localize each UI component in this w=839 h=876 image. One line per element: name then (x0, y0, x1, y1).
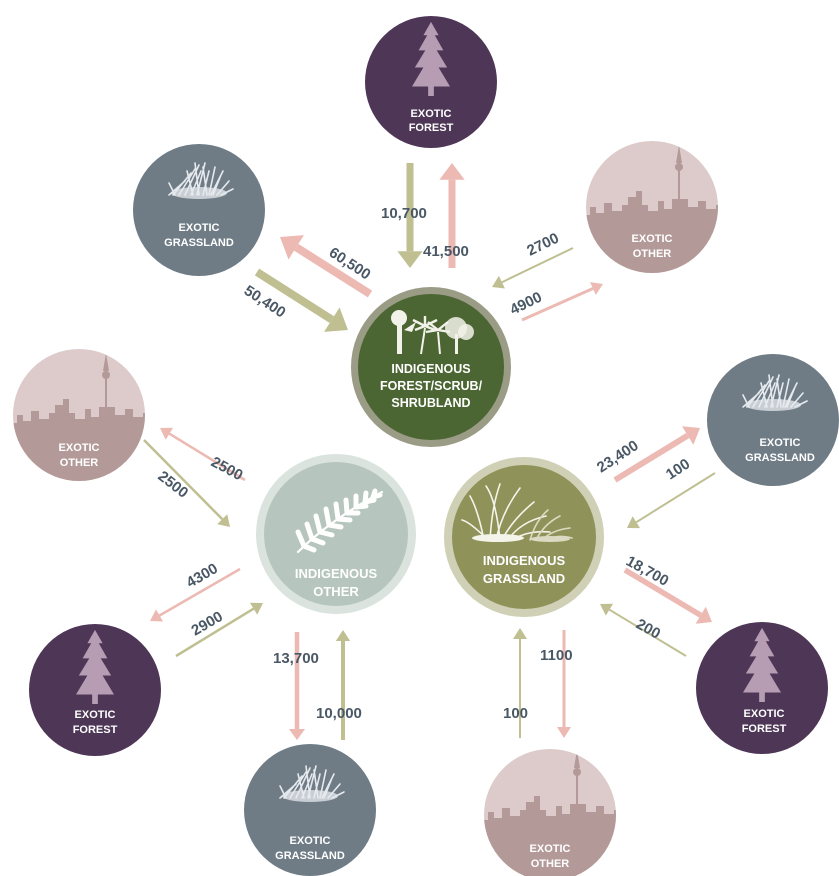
node-label-line: EXOTIC (530, 843, 571, 855)
flow-arrow-head (249, 602, 263, 615)
flow-arrow-head (492, 275, 505, 289)
node-label-line: EXOTIC (290, 835, 331, 847)
flow-value-label: 2900 (189, 608, 226, 639)
flow-arrow-shaft (613, 432, 690, 483)
flow-arrow-shaft (254, 268, 334, 324)
node-label-line: OTHER (531, 858, 570, 870)
node-label-line: FOREST (742, 723, 787, 735)
node-label-line: GRASSLAND (745, 452, 815, 464)
flow-arrow-shaft (175, 607, 255, 658)
flow-value-label: 100 (503, 705, 528, 722)
node-exotic-grassland-bottom: EXOTIC GRASSLAND (244, 744, 376, 876)
node-exotic-grassland-top-left: EXOTIC GRASSLAND (133, 144, 265, 276)
node-label-line: EXOTIC (179, 222, 220, 234)
flow-arrow-head (439, 163, 465, 180)
flow-arrow-head (682, 426, 700, 445)
flow-arrow-head (288, 729, 306, 740)
flow-value-label: 4900 (507, 289, 544, 319)
flow-arrow-shaft (635, 472, 716, 524)
node-circle (133, 144, 265, 276)
node-label-line: FOREST (73, 724, 118, 736)
flow-arrow-head (397, 251, 423, 268)
flow-value-label: 2500 (208, 454, 245, 485)
node-label-line: FOREST/SCRUB/ (380, 379, 483, 393)
flow-value-label: 4300 (184, 560, 221, 591)
node-exotic-other-bottom: EXOTIC OTHER (484, 749, 616, 876)
node-exotic-forest-top: EXOTIC FOREST (365, 16, 497, 148)
node-exotic-other-top-right: EXOTIC OTHER (586, 141, 718, 273)
flow-arrow-head (217, 514, 230, 527)
node-exotic-forest-bottom-right: EXOTIC FOREST (696, 622, 828, 754)
node-indigenous-other: INDIGENOUS OTHER (256, 454, 416, 614)
node-label-line: EXOTIC (632, 233, 673, 245)
node-label-line: INDIGENOUS (295, 566, 378, 581)
node-label-line: EXOTIC (411, 108, 452, 120)
flow-arrow-shaft (168, 432, 246, 482)
flow-arrow-head (150, 609, 164, 622)
flow-value-label: 2500 (155, 468, 192, 502)
flow-value-label: 1100 (540, 647, 573, 664)
flow-arrow-head (557, 727, 571, 738)
flow-arrow-shaft (294, 243, 373, 298)
node-exotic-forest-bottom-left: EXOTIC FOREST (29, 624, 161, 756)
flow-labels: 10,70041,50060,50050,4002700490025002500… (155, 205, 694, 722)
node-label-line: OTHER (60, 457, 99, 469)
node-indigenous-forest: INDIGENOUS FOREST/SCRUB/ SHRUBLAND (351, 287, 511, 447)
flow-arrow-head (590, 282, 603, 295)
flow-arrow-head (335, 630, 351, 641)
node-label-line: EXOTIC (59, 442, 100, 454)
tussock-grass-icon (461, 483, 573, 542)
node-label-line: EXOTIC (760, 437, 801, 449)
flow-arrow-shaft (143, 439, 224, 521)
node-label-line: INDIGENOUS (483, 553, 566, 568)
node-label-line: OTHER (313, 584, 359, 599)
flow-arrow-head (280, 235, 304, 260)
node-label-line: SHRUBLAND (391, 396, 470, 410)
flow-value-label: 41,500 (423, 243, 469, 260)
flow-arrow-shaft (501, 247, 574, 284)
flow-value-label: 10,700 (381, 205, 427, 222)
flow-arrow-head (513, 628, 527, 639)
node-circle (244, 744, 376, 876)
flow-value-label: 10,000 (316, 705, 362, 722)
node-label-line: EXOTIC (744, 708, 785, 720)
flow-arrow-head (627, 516, 641, 529)
fern-frond-icon (295, 488, 384, 554)
flow-value-label: 100 (663, 455, 693, 483)
node-label-line: INDIGENOUS (391, 362, 470, 376)
node-label-line: GRASSLAND (275, 850, 345, 862)
flow-value-label: 13,700 (273, 650, 319, 667)
flow-arrow-shaft (608, 608, 687, 657)
flow-arrow-head (695, 606, 712, 624)
flow-arrows (143, 163, 716, 740)
node-label-line: FOREST (409, 122, 454, 134)
flow-arrow-head (600, 603, 614, 616)
node-circle (452, 465, 596, 609)
flow-arrow-shaft (623, 567, 703, 618)
node-indigenous-grassland: INDIGENOUS GRASSLAND (444, 457, 604, 617)
flow-arrow-shaft (158, 567, 241, 617)
node-exotic-other-left: EXOTIC OTHER (13, 349, 145, 481)
node-exotic-grassland-right: EXOTIC GRASSLAND (707, 354, 839, 486)
native-trees-icon (391, 310, 474, 355)
node-label-line: GRASSLAND (164, 237, 234, 249)
node-circle (707, 354, 839, 486)
node-label-line: GRASSLAND (483, 571, 565, 586)
node-label-line: OTHER (633, 248, 672, 260)
flow-arrow-shaft (521, 287, 594, 322)
flow-arrow-head (324, 307, 348, 332)
node-label-line: EXOTIC (75, 709, 116, 721)
flow-arrow-head (160, 427, 174, 440)
